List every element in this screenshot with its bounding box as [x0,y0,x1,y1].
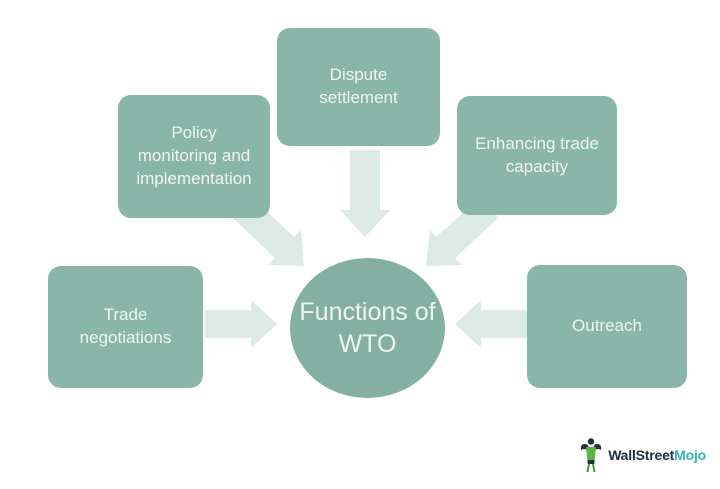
arrow-outreach-to-center [455,300,527,348]
node-dispute-settlement: Dispute settlement [277,28,440,146]
node-policy-monitoring-implementation: Policy monitoring and implementation [118,95,270,218]
node-enhancing-trade-capacity: Enhancing trade capacity [457,96,617,215]
logo-text-secondary: Mojo [674,447,706,463]
wallstreetmojo-logo: WallStreetMojo [579,437,706,473]
arrow-enhancing-to-center [426,198,498,266]
muscle-man-icon [581,438,602,472]
center-node-functions-of-wto: Functions of WTO [290,258,445,398]
node-trade-negotiations: Trade negotiations [48,266,203,388]
logo-wordmark: WallStreetMojo [608,447,706,463]
logo-text-primary: WallStreet [608,447,675,463]
arrow-trade-to-center [205,300,277,348]
node-outreach: Outreach [527,265,687,388]
arrow-dispute-to-center [340,150,390,237]
